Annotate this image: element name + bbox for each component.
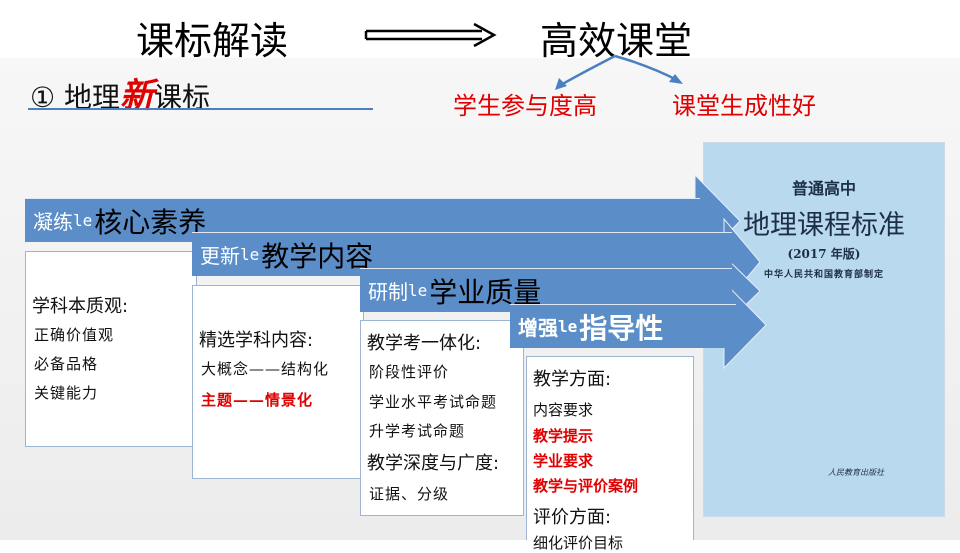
note-classroom-generative: 课堂生成性好 <box>672 92 816 120</box>
card-content-item-1: 大概念——结构化 <box>201 360 330 378</box>
card-guide-item-3: 学业要求 <box>533 452 594 470</box>
card-quality-item-3: 升学考试命题 <box>369 422 466 440</box>
card-guide-item-4: 教学与评价案例 <box>533 477 639 495</box>
card-content-item-2: 主题——情景化 <box>201 391 314 409</box>
card-guidance: 教学方面: 内容要求 教学提示 学业要求 教学与评价案例 评价方面: 细化评价目… <box>526 356 694 552</box>
book-edition: (2017 年版) <box>787 247 861 261</box>
band-core-small: 凝练 <box>33 210 73 234</box>
band-quality-le: le <box>408 281 428 300</box>
book-issuer: 中华人民共和国教育部制定 <box>763 270 884 280</box>
card-guide-heading-2: 评价方面: <box>533 507 612 528</box>
band-content-le: le <box>240 245 260 264</box>
card-core-item-1: 正确价值观 <box>34 326 115 344</box>
band-content-small: 更新 <box>200 244 240 268</box>
band-guide-big: 指导性 <box>579 311 664 345</box>
card-quality-item-4: 证据、分级 <box>369 485 450 503</box>
card-core-item-2: 必备品格 <box>34 355 99 373</box>
band-quality-big: 学业质量 <box>429 275 542 309</box>
band-guide-le: le <box>558 317 578 336</box>
card-quality-item-2: 学业水平考试命题 <box>369 393 498 411</box>
band-guide-small: 增强 <box>518 316 558 340</box>
card-guide-item-1: 内容要求 <box>533 401 594 419</box>
card-quality-item-1: 阶段性评价 <box>369 363 450 381</box>
card-core-literacy: 学科本质观: 正确价值观 必备品格 关键能力 <box>25 251 197 447</box>
branch-arrows-icon <box>555 54 683 90</box>
band-content-big: 教学内容 <box>261 239 374 273</box>
card-content-heading: 精选学科内容: <box>199 330 314 351</box>
section-underline <box>28 108 373 110</box>
card-core-item-3: 关键能力 <box>34 384 99 402</box>
note-student-participation: 学生参与度高 <box>453 92 597 120</box>
card-guide-item-5: 细化评价目标 <box>533 534 624 552</box>
band-core-le: le <box>73 211 93 230</box>
book-publisher: 人民教育出版社 <box>828 468 884 477</box>
card-teaching-content: 精选学科内容: 大概念——结构化 主题——情景化 <box>192 285 364 479</box>
card-quality-heading-1: 教学考一体化: <box>367 333 482 354</box>
book-title: 地理课程标准 <box>743 210 905 241</box>
section-new-char: 新 <box>120 76 155 116</box>
band-core-big: 核心素养 <box>94 205 207 239</box>
card-academic-quality: 教学考一体化: 阶段性评价 学业水平考试命题 升学考试命题 教学深度与广度: 证… <box>360 320 524 516</box>
title-left: 课标解读 <box>136 19 289 63</box>
card-quality-heading-2: 教学深度与广度: <box>367 453 500 474</box>
double-arrow-icon <box>364 22 497 48</box>
card-core-heading: 学科本质观: <box>32 296 129 317</box>
book-line-1: 普通高中 <box>791 179 856 198</box>
card-guide-heading-1: 教学方面: <box>533 369 612 390</box>
card-guide-item-2: 教学提示 <box>533 427 594 445</box>
band-quality-small: 研制 <box>368 280 408 304</box>
